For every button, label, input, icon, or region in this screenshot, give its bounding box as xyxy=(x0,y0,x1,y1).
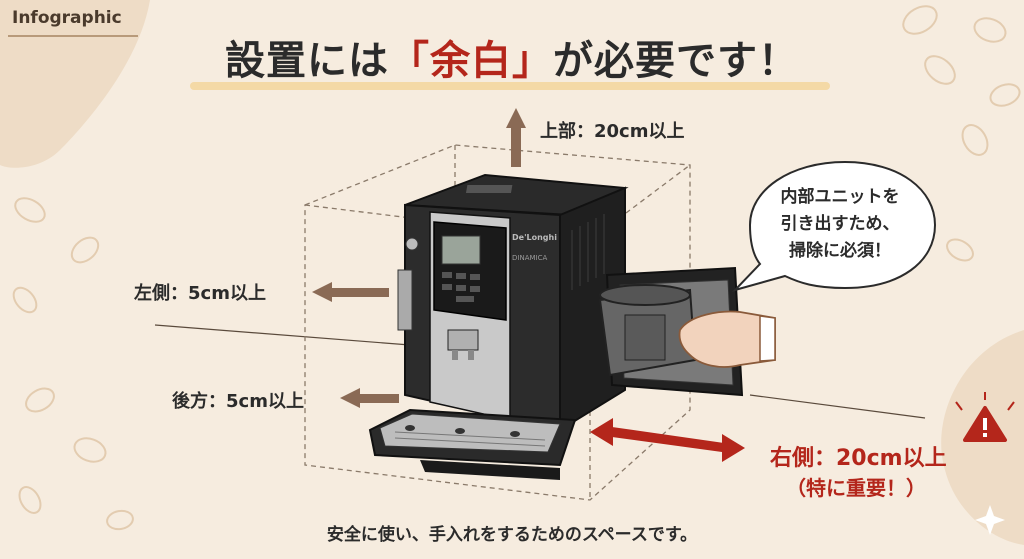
control-buttons xyxy=(442,272,480,302)
arrow-up-icon xyxy=(506,108,526,128)
arrow-left-icon xyxy=(312,282,332,302)
label-right-note: （特に重要！） xyxy=(786,476,926,500)
floor-line-left xyxy=(154,324,411,346)
coffee-bean-pattern xyxy=(12,5,1021,531)
sparkle-icon xyxy=(975,505,1005,535)
bubble-line-3: 掃除に必須！ xyxy=(789,241,891,261)
machine-base xyxy=(420,460,560,480)
brand-logo: De'Longhi xyxy=(512,233,557,242)
floor-line-right xyxy=(749,394,926,419)
sleeve xyxy=(759,315,776,362)
title-pre: 設置には xyxy=(225,38,389,84)
tag-underline xyxy=(8,35,138,37)
speech-bubble xyxy=(731,160,937,292)
infographic-tag: Infographic xyxy=(12,8,122,28)
model-logo: DINAMICA xyxy=(512,254,547,262)
title-post: が必要です！ xyxy=(553,38,799,84)
drip-tray-grill xyxy=(379,413,561,453)
speech-bubble-text: 内部ユニットを 引き出すため、 掃除に必須！ xyxy=(760,184,920,265)
title-highlight: 「余白」 xyxy=(389,38,553,84)
title-highlight-bar xyxy=(190,82,830,90)
bean-hopper-lid xyxy=(465,185,513,193)
brew-unit-body xyxy=(624,314,666,361)
arrow-left-shaft xyxy=(331,288,389,297)
hand-illustration xyxy=(678,310,776,368)
coffee-spout xyxy=(447,329,479,351)
label-top-clearance: 上部：20cm以上 xyxy=(540,121,685,142)
clearance-arrows xyxy=(312,108,526,408)
bubble-line-2: 引き出すため、 xyxy=(780,214,900,234)
steam-knob xyxy=(405,237,419,251)
footer-caption: 安全に使い、手入れをするためのスペースです。 xyxy=(326,525,698,545)
arrow-double-left-icon xyxy=(590,418,613,446)
corner-blob-top-left xyxy=(0,0,150,168)
exclamation-icon xyxy=(955,392,1015,442)
page-title: 設置には「余白」が必要です！ xyxy=(0,28,1024,86)
arrow-back-icon xyxy=(340,388,360,408)
display-screen xyxy=(441,235,481,265)
arrow-back-shaft xyxy=(359,394,399,403)
label-left-clearance: 左側：5cm以上 xyxy=(134,283,266,304)
arrow-up-shaft xyxy=(511,127,521,167)
label-right-clearance: 右側：20cm以上 xyxy=(770,446,947,471)
right-clearance-arrow xyxy=(590,418,745,462)
steam-wand xyxy=(397,269,413,331)
arrow-double-right-icon xyxy=(722,434,745,462)
label-back-clearance: 後方：5cm以上 xyxy=(172,391,304,412)
bubble-line-1: 内部ユニットを xyxy=(780,187,900,207)
